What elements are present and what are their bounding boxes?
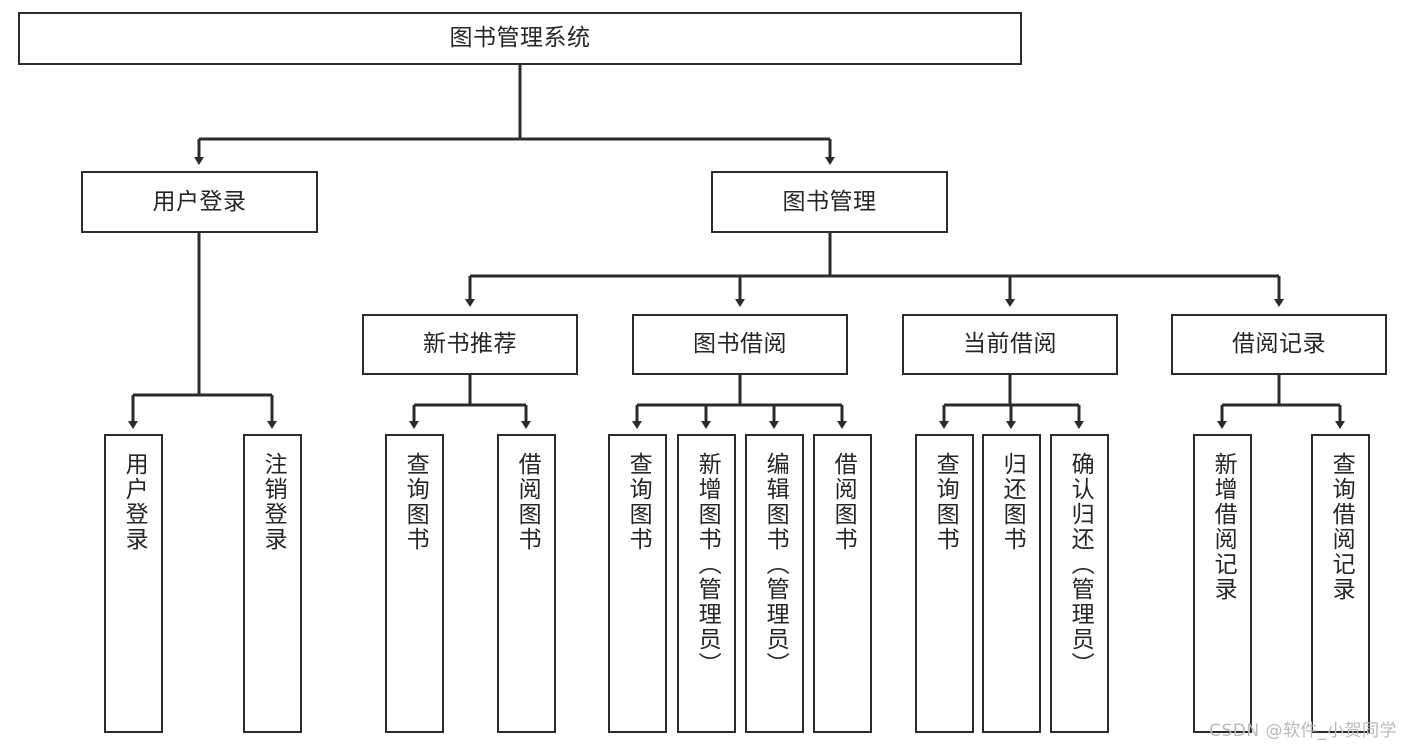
- leaf-query-book-current[interactable]: 查询图书: [915, 434, 974, 733]
- node-borrow-record[interactable]: 借阅记录: [1171, 314, 1387, 375]
- leaf-logout-label: 注销登录: [260, 452, 287, 552]
- leaf-add-book-admin[interactable]: 新增图书（管理员）: [677, 434, 736, 733]
- leaf-query-book-current-label: 查询图书: [932, 452, 959, 552]
- leaf-add-book-admin-label: 新增图书（管理员）: [694, 452, 721, 677]
- leaf-borrow-book[interactable]: 借阅图书: [813, 434, 872, 733]
- leaf-edit-book-admin-label: 编辑图书（管理员）: [762, 452, 789, 677]
- node-current-borrow[interactable]: 当前借阅: [902, 314, 1118, 375]
- node-book-management-label: 图书管理: [782, 188, 877, 215]
- leaf-query-book-borrow[interactable]: 查询图书: [608, 434, 667, 733]
- node-root[interactable]: 图书管理系统: [18, 12, 1022, 65]
- leaf-borrow-book-label: 借阅图书: [830, 452, 857, 552]
- leaf-edit-book-admin[interactable]: 编辑图书（管理员）: [745, 434, 804, 733]
- leaf-user-login[interactable]: 用户登录: [104, 434, 163, 733]
- leaf-add-borrow-record[interactable]: 新增借阅记录: [1193, 434, 1252, 733]
- leaf-confirm-return-admin-label: 确认归还（管理员）: [1067, 452, 1094, 677]
- leaf-query-borrow-record[interactable]: 查询借阅记录: [1311, 434, 1370, 733]
- node-book-management[interactable]: 图书管理: [711, 171, 948, 233]
- leaf-add-borrow-record-label: 新增借阅记录: [1210, 452, 1237, 602]
- node-book-borrow-label: 图书借阅: [693, 331, 787, 358]
- leaf-user-login-label: 用户登录: [121, 452, 148, 552]
- leaf-logout[interactable]: 注销登录: [243, 434, 302, 733]
- node-book-borrow[interactable]: 图书借阅: [632, 314, 848, 375]
- node-root-label: 图书管理系统: [449, 25, 591, 52]
- leaf-borrow-book-recommend-label: 借阅图书: [514, 452, 541, 552]
- leaf-borrow-book-recommend[interactable]: 借阅图书: [497, 434, 556, 733]
- node-new-book-recommendation[interactable]: 新书推荐: [362, 314, 578, 375]
- leaf-query-borrow-record-label: 查询借阅记录: [1328, 452, 1355, 602]
- node-user-login-label: 用户登录: [152, 188, 247, 215]
- leaf-return-book[interactable]: 归还图书: [982, 434, 1041, 733]
- node-new-book-recommendation-label: 新书推荐: [423, 331, 517, 358]
- node-borrow-record-label: 借阅记录: [1232, 331, 1326, 358]
- leaf-query-book-borrow-label: 查询图书: [625, 452, 652, 552]
- node-current-borrow-label: 当前借阅: [963, 331, 1057, 358]
- leaf-confirm-return-admin[interactable]: 确认归还（管理员）: [1050, 434, 1109, 733]
- leaf-query-book-recommend[interactable]: 查询图书: [385, 434, 444, 733]
- leaf-return-book-label: 归还图书: [999, 452, 1026, 552]
- node-user-login[interactable]: 用户登录: [81, 171, 318, 233]
- leaf-query-book-recommend-label: 查询图书: [402, 452, 429, 552]
